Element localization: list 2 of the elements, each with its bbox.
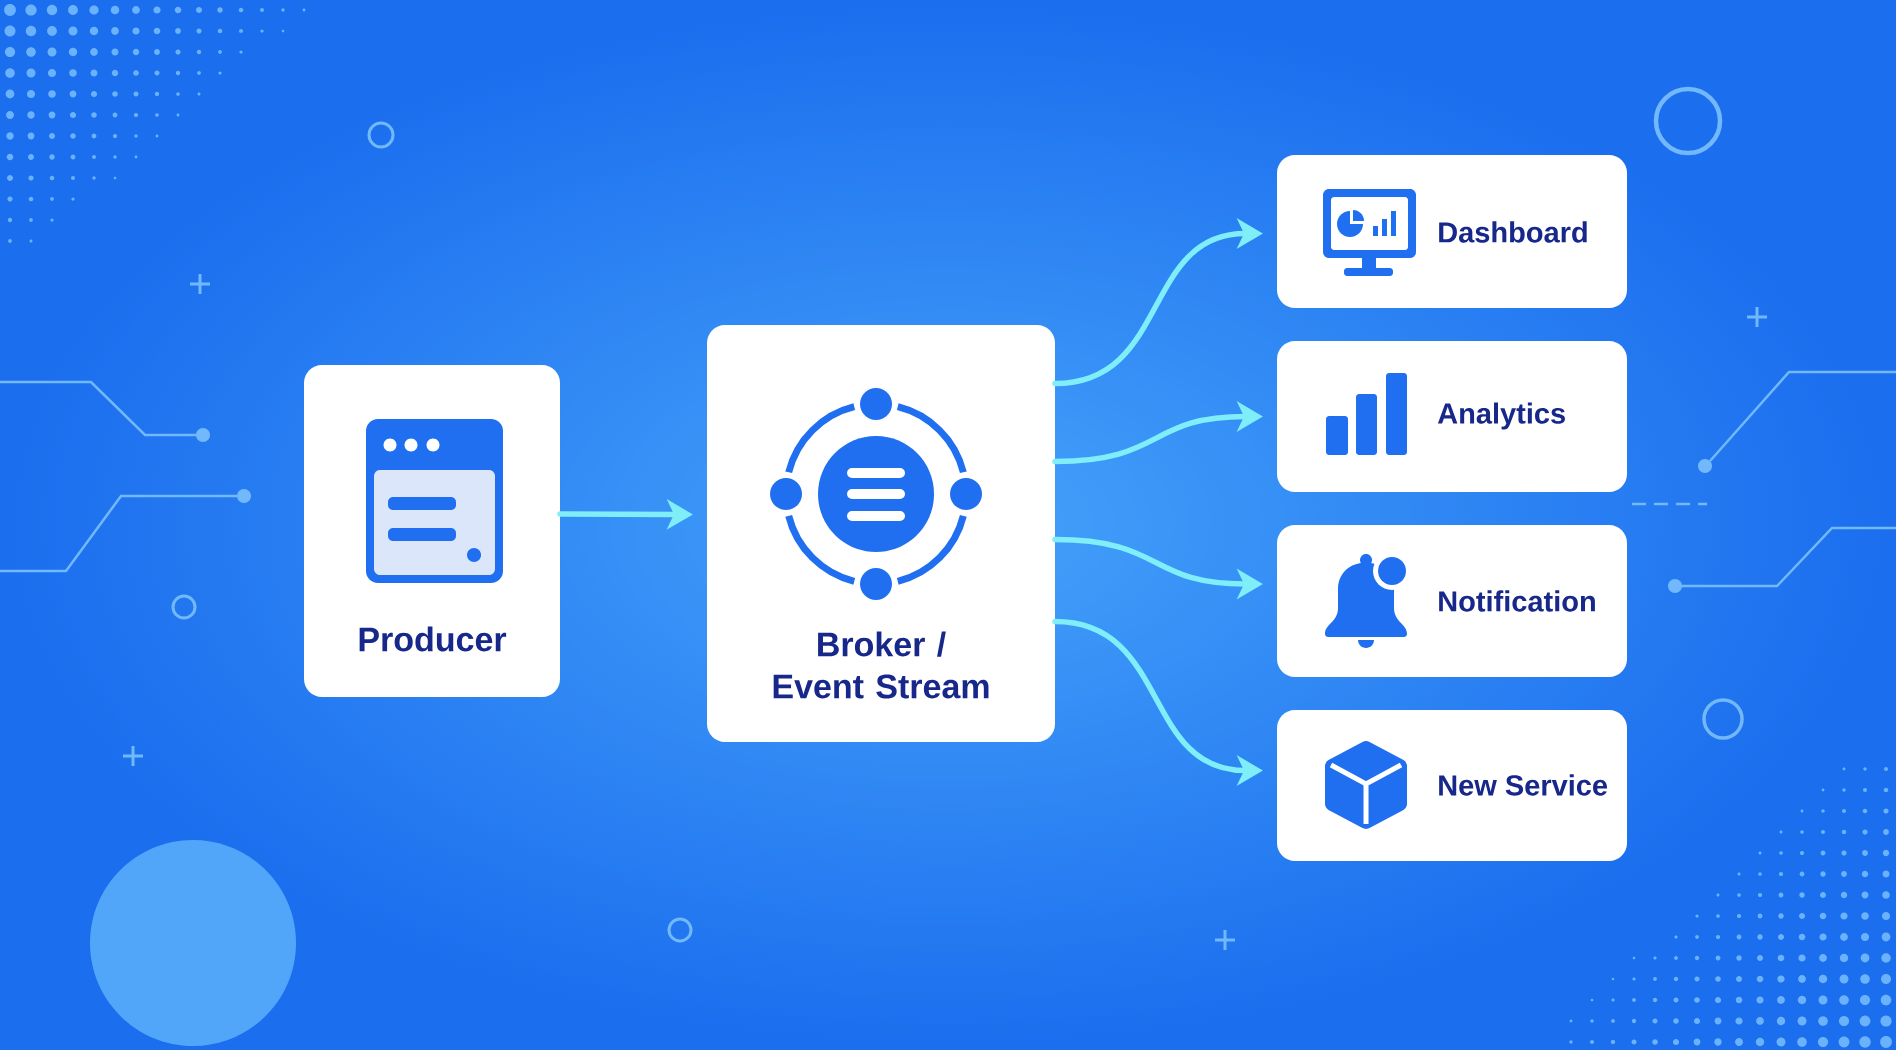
card: Analytics (1277, 341, 1627, 492)
card: Notification (1277, 525, 1627, 677)
